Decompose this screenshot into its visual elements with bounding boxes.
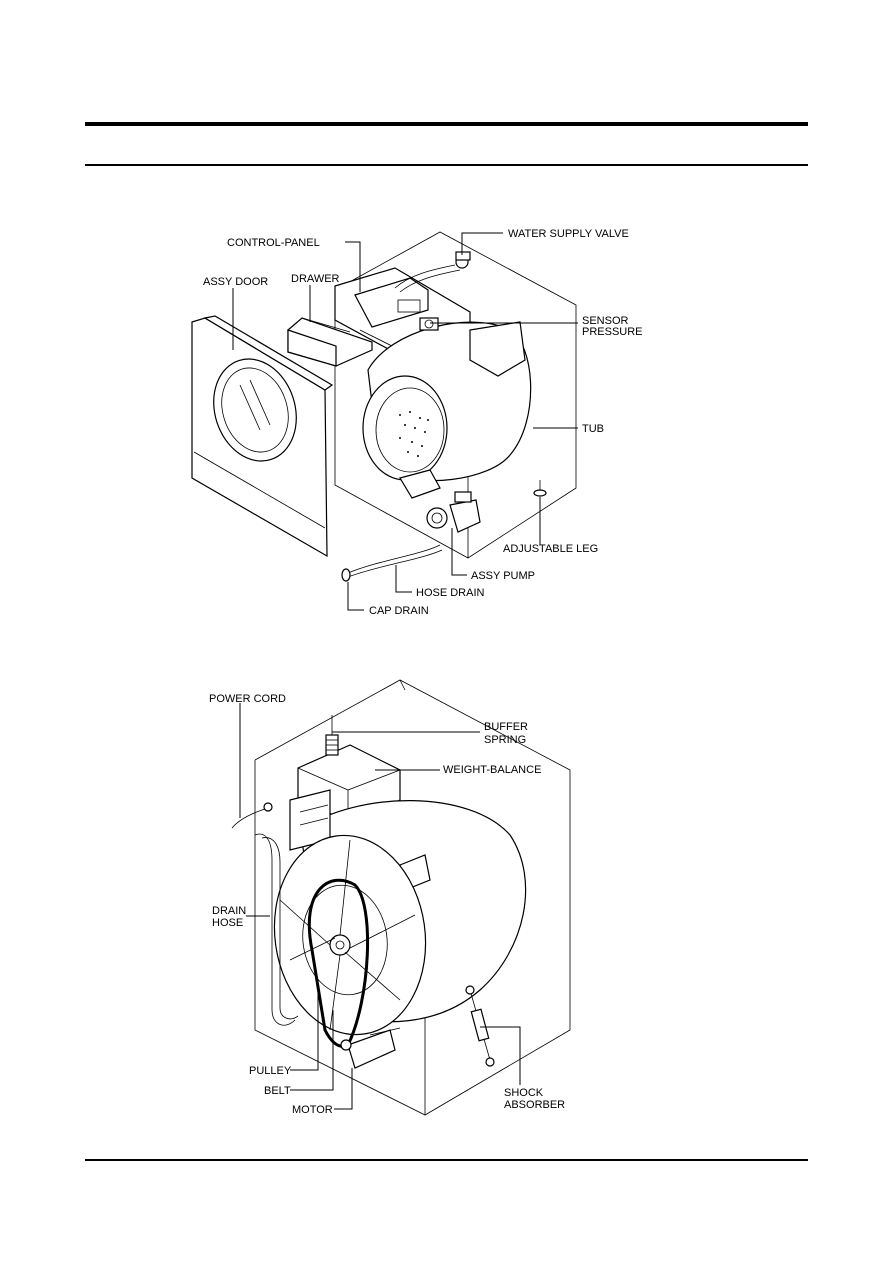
label-water-supply-valve: WATER SUPPLY VALVE xyxy=(508,228,629,240)
label-sensor-pressure-line1: SENSOR xyxy=(582,315,629,327)
drum-perforations xyxy=(399,411,429,457)
tub-part xyxy=(362,321,532,499)
header-rule-thin xyxy=(85,164,808,166)
assy-door-part xyxy=(191,315,334,558)
label-assy-pump: ASSY PUMP xyxy=(471,570,535,582)
label-drain-hose-line2: HOSE xyxy=(212,917,243,929)
hose-drain-part xyxy=(341,544,443,582)
label-pulley: PULLEY xyxy=(249,1065,292,1077)
label-shock-absorber-line1: SHOCK xyxy=(504,1087,544,1099)
label-cap-drain: CAP DRAIN xyxy=(369,605,429,617)
sensor-pressure-part xyxy=(419,317,439,331)
power-cord-part xyxy=(231,802,273,829)
label-shock-absorber-line2: ABSORBER xyxy=(504,1099,565,1111)
figure-front-exploded: CONTROL-PANEL WATER SUPPLY VALVE ASSY DO… xyxy=(191,228,643,617)
header-rule-thick xyxy=(85,122,808,126)
label-sensor-pressure-line2: PRESSURE xyxy=(582,326,643,338)
adjustable-leg-part xyxy=(533,480,547,497)
label-hose-drain: HOSE DRAIN xyxy=(416,587,485,599)
label-adjustable-leg: ADJUSTABLE LEG xyxy=(503,543,598,555)
label-belt: BELT xyxy=(264,1085,291,1097)
label-buffer-spring-line1: BUFFER xyxy=(484,721,528,733)
shock-absorber-part xyxy=(465,985,495,1067)
label-control-panel: CONTROL-PANEL xyxy=(227,237,320,249)
leader-lines-rear xyxy=(239,703,521,1110)
leader-lines-front xyxy=(232,232,578,611)
pulley-part xyxy=(273,834,427,1036)
drawer-part xyxy=(287,317,373,367)
label-power-cord: POWER CORD xyxy=(209,693,286,705)
motor-part xyxy=(340,1027,401,1069)
label-drawer: DRAWER xyxy=(291,273,340,285)
label-drain-hose-line1: DRAIN xyxy=(212,905,246,917)
assy-pump-part xyxy=(426,491,481,533)
belt-part xyxy=(307,878,370,1048)
drain-hose-part xyxy=(254,833,299,1026)
label-buffer-spring-line2: SPRING xyxy=(484,734,526,746)
label-tub: TUB xyxy=(582,423,604,435)
label-weight-balance: WEIGHT-BALANCE xyxy=(443,764,541,776)
label-assy-door: ASSY DOOR xyxy=(203,276,268,288)
water-supply-valve-part xyxy=(394,251,471,293)
figure-rear-internal: POWER CORD BUFFER SPRING WEIGHT-BALANCE … xyxy=(209,679,571,1116)
label-motor: MOTOR xyxy=(292,1104,333,1116)
footer-rule xyxy=(85,1159,808,1161)
